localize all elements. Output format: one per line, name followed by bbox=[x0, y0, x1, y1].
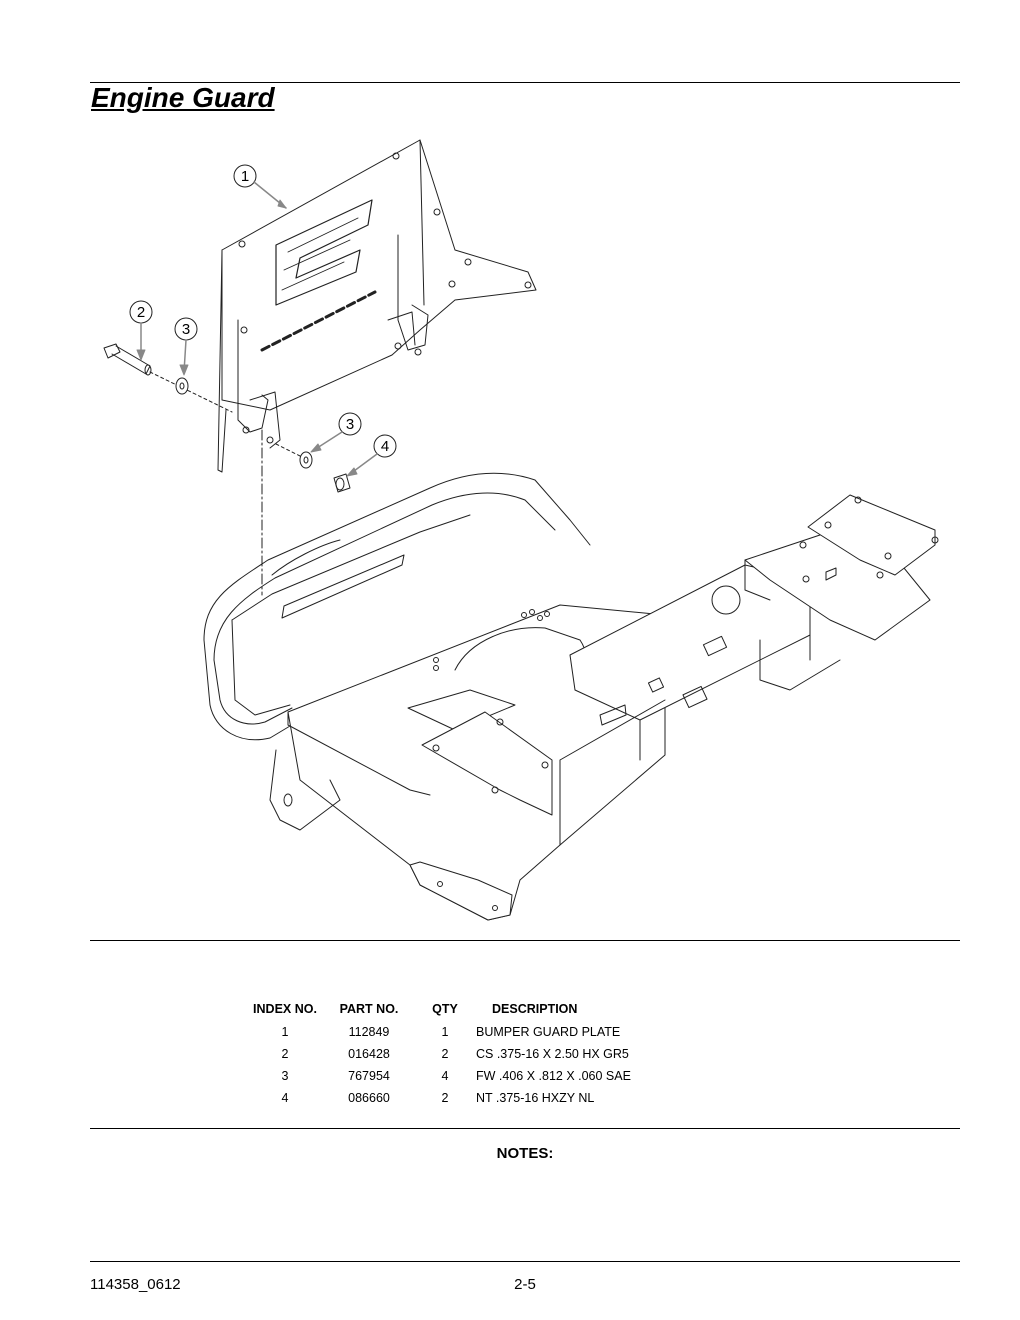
description-cell: FW .406 X .812 X .060 SAE bbox=[476, 1069, 631, 1083]
part-no-cell: 767954 bbox=[348, 1069, 390, 1083]
callout-label-3: 3 bbox=[182, 321, 190, 338]
qty-cell: 2 bbox=[441, 1091, 449, 1105]
callout-label-3b: 3 bbox=[346, 416, 354, 433]
callout-1 bbox=[233, 164, 287, 209]
qty-cell: 2 bbox=[441, 1047, 449, 1061]
callout-label-2: 2 bbox=[137, 304, 145, 321]
part-no-cell: 112849 bbox=[348, 1025, 390, 1039]
notes-heading: NOTES: bbox=[496, 1145, 554, 1162]
callout-2 bbox=[129, 300, 153, 361]
hex-nut bbox=[333, 473, 351, 493]
description-cell: CS .375-16 X 2.50 HX GR5 bbox=[476, 1047, 629, 1061]
parts-table-header: INDEX NO. PART NO. QTY DESCRIPTION bbox=[246, 997, 692, 1021]
flat-washer bbox=[275, 443, 313, 469]
callout-label-1: 1 bbox=[241, 168, 249, 185]
description-cell: BUMPER GUARD PLATE bbox=[476, 1025, 621, 1039]
chassis-frame bbox=[203, 472, 939, 921]
header-qty: QTY bbox=[432, 1002, 458, 1016]
index-cell: 3 bbox=[281, 1069, 289, 1083]
header-description: DESCRIPTION bbox=[492, 1002, 578, 1016]
page-number: 2-5 bbox=[514, 1276, 536, 1293]
table-bottom-rule bbox=[90, 1128, 960, 1129]
index-cell: 1 bbox=[281, 1025, 289, 1039]
header-index-no: INDEX NO. bbox=[253, 1002, 317, 1016]
index-cell: 4 bbox=[281, 1091, 289, 1105]
callout-label-4: 4 bbox=[381, 438, 389, 455]
footer-rule bbox=[90, 1261, 960, 1262]
document-number: 114358_0612 bbox=[90, 1276, 181, 1293]
parts-table: INDEX NO. PART NO. QTY DESCRIPTION 1 112… bbox=[246, 997, 692, 1109]
exploded-parts-diagram: 1 2 3 3 4 bbox=[103, 139, 939, 921]
table-row: 4 086660 2 NT .375-16 HXZY NL bbox=[246, 1087, 692, 1109]
callout-3 bbox=[174, 317, 198, 376]
diagram-bottom-rule bbox=[90, 940, 960, 941]
index-cell: 2 bbox=[281, 1047, 289, 1061]
table-row: 3 767954 4 FW .406 X .812 X .060 SAE bbox=[246, 1065, 692, 1087]
table-row: 1 112849 1 BUMPER GUARD PLATE bbox=[246, 1021, 692, 1043]
page-title: Engine Guard bbox=[91, 82, 275, 113]
bumper-guard-plate bbox=[217, 139, 537, 473]
callout-4 bbox=[346, 434, 397, 477]
description-cell: NT .375-16 HXZY NL bbox=[476, 1091, 595, 1105]
callout-3b bbox=[310, 412, 362, 453]
hex-bolt bbox=[103, 343, 233, 413]
part-no-cell: 016428 bbox=[348, 1047, 390, 1061]
header-part-no: PART NO. bbox=[339, 1002, 399, 1016]
table-row: 2 016428 2 CS .375-16 X 2.50 HX GR5 bbox=[246, 1043, 692, 1065]
part-no-cell: 086660 bbox=[348, 1091, 390, 1105]
top-rule bbox=[90, 82, 960, 83]
qty-cell: 4 bbox=[441, 1069, 449, 1083]
flat-washer bbox=[175, 377, 189, 395]
qty-cell: 1 bbox=[441, 1025, 449, 1039]
